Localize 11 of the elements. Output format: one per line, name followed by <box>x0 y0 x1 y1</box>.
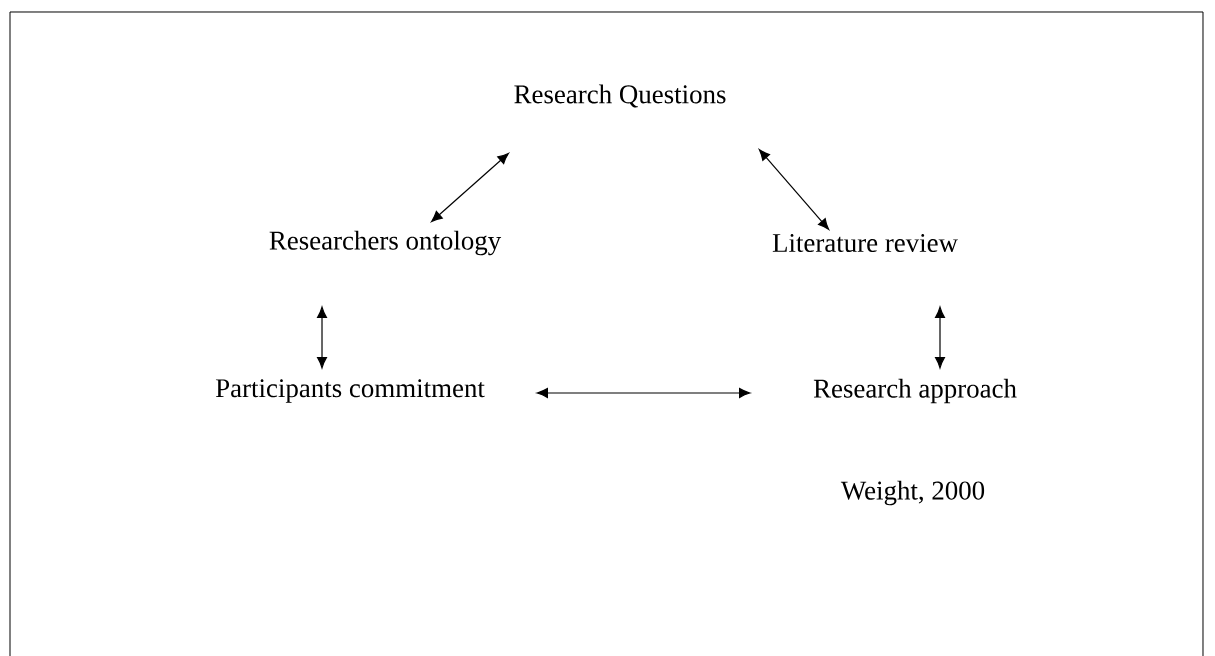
node-text: Participants commitment <box>215 379 485 403</box>
arrow <box>431 152 509 223</box>
node-text: Literature review <box>772 233 958 253</box>
arrow <box>935 306 945 369</box>
node-text: Research Questions <box>514 84 726 108</box>
arrow <box>536 388 751 398</box>
node-text: Research approach <box>813 378 1017 404</box>
arrow <box>317 306 327 369</box>
node-text: Researchers ontology <box>269 230 502 256</box>
citation-text: Weight, 2000 <box>840 480 985 506</box>
arrow <box>758 149 830 230</box>
